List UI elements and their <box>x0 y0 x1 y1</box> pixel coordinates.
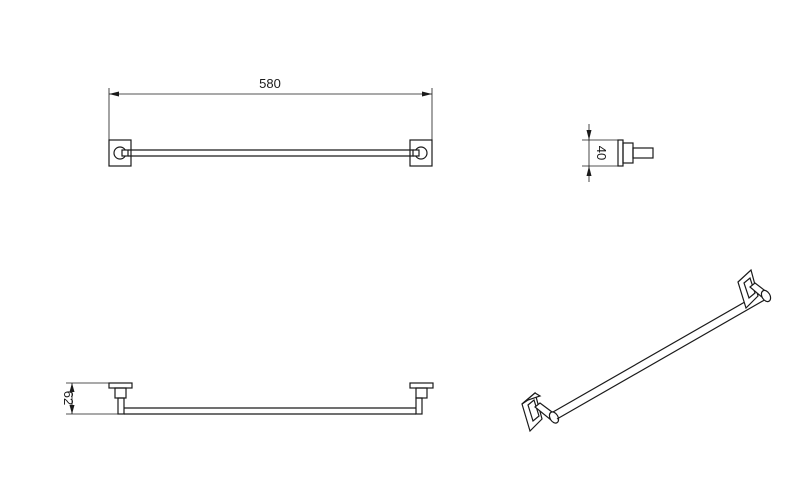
front-left-bracket <box>108 382 133 415</box>
depth-dimension-label: 62 <box>61 391 76 405</box>
iso-right-bracket <box>737 268 772 310</box>
height-dimension: 40 <box>582 124 620 182</box>
left-bracket <box>108 139 132 167</box>
depth-dimension: 62 <box>61 382 132 415</box>
right-bracket <box>409 139 433 167</box>
side-bracket <box>617 139 654 167</box>
front-right-bracket <box>409 382 434 415</box>
side-view: 40 <box>582 124 654 182</box>
isometric-view <box>521 268 772 433</box>
front-view: 62 <box>61 382 434 415</box>
length-dimension: 580 <box>108 76 433 140</box>
height-dimension-label: 40 <box>594 146 609 160</box>
iso-left-bracket <box>521 391 560 433</box>
towel-bar-top <box>128 149 414 157</box>
iso-towel-bar <box>552 290 769 420</box>
towel-bar-front <box>124 407 416 415</box>
top-view: 580 <box>108 76 433 167</box>
length-dimension-label: 580 <box>259 76 281 91</box>
